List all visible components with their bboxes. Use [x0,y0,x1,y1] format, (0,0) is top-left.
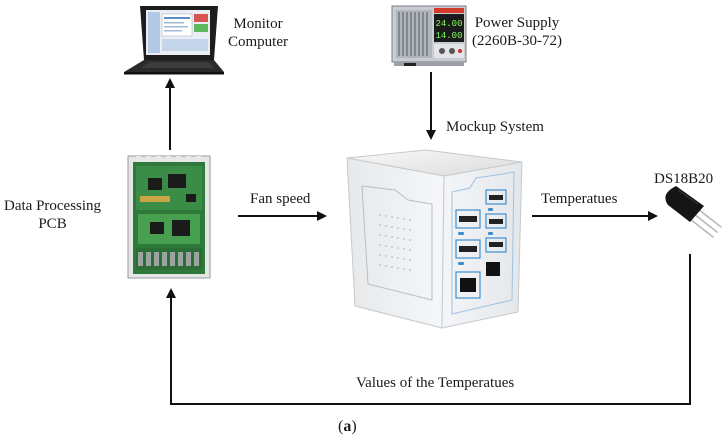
mockup-system-label: Mockup System [446,119,544,135]
monitor-computer-label: Monitor Computer [228,16,288,50]
caption-open: ( [338,418,344,435]
fan-speed-label: Fan speed [250,191,311,207]
ps-display-line1: 24.00 [435,19,462,29]
ds18b20-sensor-icon [665,186,722,238]
power-supply-icon: 24.00 14.00 [391,5,467,66]
caption-letter: a [343,418,352,435]
pcb-board-icon [127,155,211,279]
temperatures-label: Temperatues [541,191,618,207]
laptop-icon [124,6,224,75]
caption-close: ) [351,418,357,435]
pcb-label: Data Processing PCB [4,198,102,232]
feedback-label: Values of the Temperatues [356,375,515,391]
power-supply-label: Power Supply (2260B-30-72) [472,15,562,49]
figure-caption: (a) [338,418,357,436]
sensor-label: DS18B20 [654,171,714,187]
mockup-system-icon [346,149,523,329]
ps-display-line2: 14.00 [435,31,462,41]
arrow-feedback-loop [166,254,691,405]
